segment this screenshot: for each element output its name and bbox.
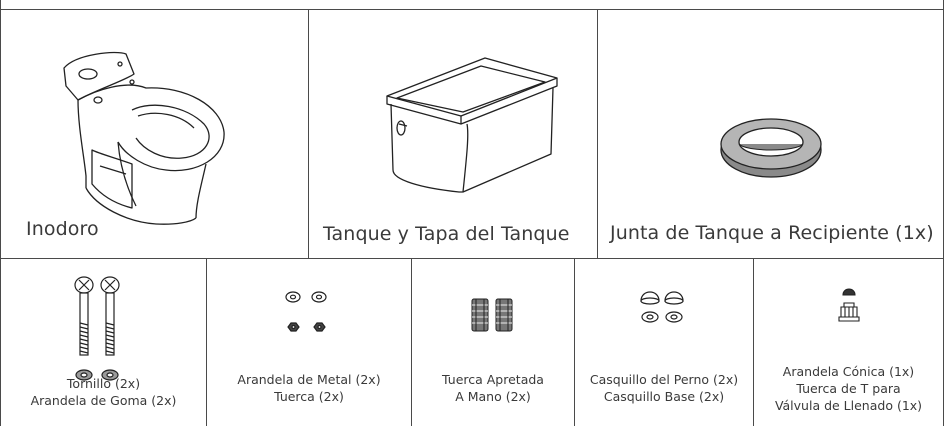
divider [206, 258, 207, 426]
washer-nut-icon [285, 291, 327, 332]
divider [753, 258, 754, 426]
divider [308, 9, 309, 258]
toilet-bowl-icon [63, 51, 225, 225]
part-label-line: Tuerca Apretada [442, 372, 544, 387]
divider [0, 258, 944, 259]
part-cell-wingnuts: Tuerca Apretada A Mano (2x) [412, 259, 574, 426]
part-label-line: A Mano (2x) [455, 389, 531, 404]
part-label: Arandela de Metal (2x) Tuerca (2x) [207, 371, 411, 405]
part-cell-bolts: Tornillo (2x) Arandela de Goma (2x) [1, 259, 206, 426]
divider [574, 258, 575, 426]
part-label-line: Tornillo (2x) [66, 376, 141, 391]
part-label-line: Válvula de Llenado (1x) [774, 398, 923, 413]
part-cell-caps: Casquillo del Perno (2x) Casquillo Base … [575, 259, 753, 426]
part-cell-toilet: Inodoro [1, 10, 308, 258]
part-label-line: Tuerca (2x) [274, 389, 344, 404]
bolt-icon [74, 276, 120, 381]
part-label-line: Casquillo Base (2x) [603, 389, 725, 404]
bolt-cap-icon [640, 291, 684, 323]
part-label: Arandela Cónica (1x) Tuerca de T para Vá… [754, 363, 943, 414]
divider [411, 258, 412, 426]
gasket-icon [720, 118, 822, 178]
part-label: Tuerca Apretada A Mano (2x) [412, 371, 574, 405]
wing-nut-icon [471, 298, 513, 332]
part-label: Tornillo (2x) Arandela de Goma (2x) [1, 375, 206, 409]
part-label-line: Casquillo del Perno (2x) [589, 372, 739, 387]
part-label-line: Tuerca de T para [796, 381, 901, 396]
part-cell-fillvalve: Arandela Cónica (1x) Tuerca de T para Vá… [754, 259, 943, 426]
divider [0, 0, 1, 426]
part-label: Inodoro [26, 218, 99, 240]
part-label-line: Arandela de Goma (2x) [30, 393, 177, 408]
part-cell-tank: Tanque y Tapa del Tanque [309, 10, 597, 258]
cone-washer-nut-icon [838, 288, 860, 322]
part-label: Tanque y Tapa del Tanque [323, 223, 570, 245]
part-label-line: Arandela de Metal (2x) [237, 372, 381, 387]
part-label: Casquillo del Perno (2x) Casquillo Base … [575, 371, 753, 405]
part-label-line: Arandela Cónica (1x) [782, 364, 915, 379]
divider [597, 9, 598, 258]
tank-icon [386, 57, 558, 193]
part-cell-gasket: Junta de Tanque a Recipiente (1x) [598, 10, 943, 258]
part-cell-washers: Arandela de Metal (2x) Tuerca (2x) [207, 259, 411, 426]
part-label: Junta de Tanque a Recipiente (1x) [610, 222, 934, 244]
divider [0, 9, 944, 10]
